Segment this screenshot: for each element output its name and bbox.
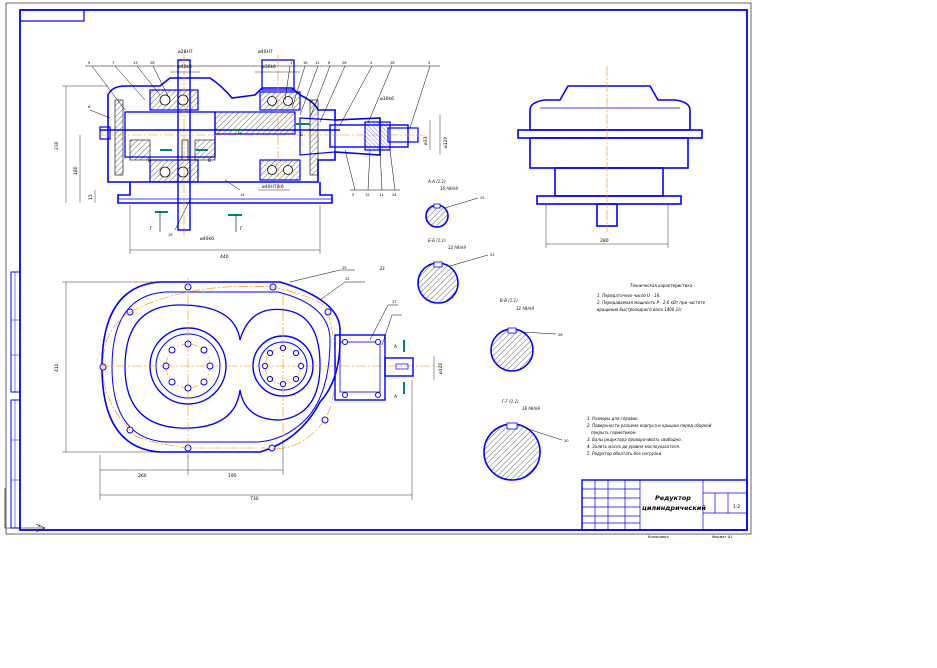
leader-side-0: 14 [240,193,245,197]
svg-text:X: X [38,524,41,528]
plan-leader-3: 27 [392,300,397,304]
svg-text:4: 4 [370,61,373,65]
svg-text:18: 18 [390,61,395,65]
dim-plan-height: 410 [54,363,60,372]
title-name-2: цилиндрический [642,504,706,512]
dim-top-shaft-2: ø30k6 [262,64,276,70]
svg-text:28: 28 [150,61,155,65]
tech-title: Техническая характеристика [630,283,693,288]
dim-plan-d: ø120 [438,363,444,374]
svg-text:3: 3 [428,61,430,65]
sheet-frame: X [4,2,752,535]
section-gg-title: Г-Г (1:1) [502,399,519,404]
section-letter-a: А [394,344,398,350]
dim-top-fit-1: ø28H7 [178,49,193,55]
tech-line-1: 1. Передаточное число U - 18. [597,293,660,298]
svg-text:16: 16 [303,61,308,65]
tech-line-3: вращения быстроходного вала 1400 1/с [597,307,683,312]
section-bb-title: Б-Б (1:1) [428,238,446,243]
section-aa: А-А (1:1) 16 h9/n9 25 [425,179,485,228]
section-vv: В-В (1:1) 12 h9/n9 26 [490,298,563,372]
section-aa-ref: 25 [480,196,485,200]
section-vv-title: В-В (1:1) [500,298,518,303]
plan-leader-0: 19 [342,266,347,270]
note-1: 1. Размеры для справок. [587,416,639,421]
section-letter-a2: А [394,394,398,400]
note-4: 4. Залить масло до уровня маслоуказателя… [587,444,680,449]
section-letter-v2: В [208,158,211,164]
dim-height-total: 230 [54,141,60,150]
dim-plan-w1: 260 [138,473,147,479]
tech-line-2: 2. Передаваемая мощность P - 2,6 кВт при… [597,300,706,305]
section-aa-title: А-А (1:1) [427,179,446,184]
dim-base-width: 440 [220,254,229,260]
section-marker-a: Г [150,211,168,232]
section-letter-b: Б [238,130,241,136]
section-label-a: Г [150,226,153,232]
front-section-view: Г Г В В Б Б 9 7 13 28 17 16 [54,49,449,260]
svg-text:6: 6 [328,61,331,65]
section-bb: Б-Б (1:1) 12 h9/n9 23 [417,238,495,304]
section-vv-fit: 12 h9/n9 [516,306,534,311]
title-format: Формат A1 [712,535,732,539]
plan-view: А А 19 22 21 27 410 260 195 730 ø120 [54,266,444,502]
section-letter-v: В [148,158,151,164]
svg-text:26: 26 [342,61,347,65]
technical-requirements: 1. Размеры для справок. 2. Поверхности р… [587,416,712,456]
section-bb-ref: 23 [490,253,495,257]
note-2: 2. Поверхности разъема корпуса и крышки … [587,423,712,428]
section-gg-ref: 20 [564,439,569,443]
dim-out-fit: ø40k6 [200,236,214,242]
dim-plan-w2: 195 [228,473,237,479]
svg-text:12: 12 [315,61,320,65]
section-letter-b2: Б [300,132,303,138]
dim-base: 15 [88,194,94,200]
svg-text:7: 7 [112,61,114,65]
technical-characteristics: Техническая характеристика 1. Передаточн… [597,283,706,312]
section-vv-ref: 26 [558,333,563,337]
svg-text:9: 9 [88,61,91,65]
note-5: 5. Редуктор обкатать без нагрузки. [587,451,662,456]
section-gg: Г-Г (1:1) 18 h9/n9 20 [483,399,569,481]
dim-input-fit: ø30k6 [380,96,394,102]
section-bb-fit: 12 h9/n9 [448,245,466,250]
note-2b: покрыть герметиком. [591,430,637,435]
dim-plan-total: 730 [250,496,259,502]
svg-text:13: 13 [133,61,138,65]
leader-labels-top: 9 7 13 28 17 16 12 6 26 4 18 3 8 [88,61,430,109]
plan-leader-1: 22 [345,277,350,281]
dim-height-axis: 180 [73,166,79,175]
note-3: 3. Валы редуктора проворачивать свободно… [587,437,682,442]
dim-top-shaft: ø40k6 [178,64,192,70]
title-scale: 1:2 [733,504,740,510]
section-gg-fit: 18 h9/n9 [522,406,540,411]
title-name-1: Редуктор [655,494,691,502]
leader-bottom-0: 5 [352,193,354,197]
side-view: 280 [517,66,703,248]
section-label-b: Г [240,226,243,232]
svg-text:8: 8 [88,105,91,109]
section-marker-b: Г [228,214,243,232]
svg-text:17: 17 [290,61,295,65]
plan-leader-2: 21 [380,266,385,271]
section-aa-fit: 16 h9/n9 [440,186,458,191]
title-copied: Копировал [648,535,669,539]
leader-bottom-2: 11 [379,193,384,197]
dim-input-d2: ø120 [443,137,449,148]
dim-shaft-fit: ø40H7/k6 [262,184,284,190]
dim-top-fit-2: ø40H7 [258,49,273,55]
title-block: Редуктор цилиндрический 1:2 Копировал Фо… [581,479,748,539]
dim-side-width: 280 [600,238,609,244]
dim-input-d: ø33 [423,136,429,145]
leader-bottom-1: 15 [365,193,370,197]
leader-bottom-3: 24 [392,193,397,197]
leader-side-1: 19 [168,233,173,237]
